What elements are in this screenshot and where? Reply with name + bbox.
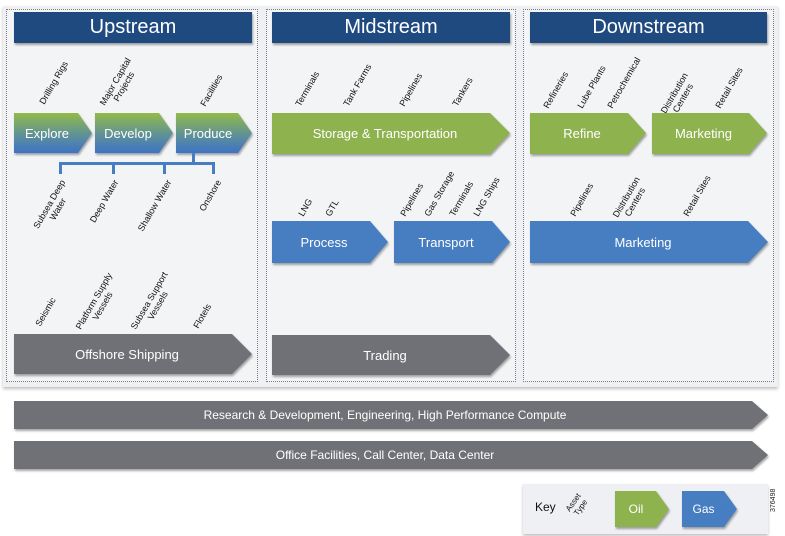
stage-label: Process bbox=[300, 234, 348, 250]
arrow-shape bbox=[14, 334, 252, 374]
connector-line bbox=[112, 162, 115, 174]
arrow-shape bbox=[14, 441, 768, 469]
stage-label: Marketing bbox=[674, 126, 733, 141]
refine-stage[interactable]: Refine bbox=[530, 113, 646, 154]
facilities-bar[interactable]: Office Facilities, Call Center, Data Cen… bbox=[14, 441, 768, 469]
legend-label: Oil bbox=[628, 502, 644, 516]
legend-gas: Gas bbox=[682, 491, 737, 527]
marketing-gas-stage[interactable]: Marketing bbox=[530, 221, 768, 263]
connector-line bbox=[59, 162, 215, 165]
arrow-shape bbox=[652, 113, 767, 154]
connector-line bbox=[59, 162, 62, 174]
arrow-shape bbox=[272, 221, 388, 263]
legend-label: Gas bbox=[692, 502, 715, 516]
legend-key: Key Asset Type Oil Gas bbox=[523, 484, 768, 534]
legend-oil: Oil bbox=[615, 491, 669, 527]
figure-id: 376498 bbox=[770, 488, 777, 512]
stage-develop[interactable]: Develop bbox=[95, 113, 173, 153]
midstream-header: Midstream bbox=[272, 12, 510, 43]
marketing-oil-stage[interactable]: Marketing bbox=[652, 113, 767, 154]
shared-services-bar[interactable]: Research & Development, Engineering, Hig… bbox=[14, 401, 768, 429]
arrow-shape bbox=[176, 113, 252, 153]
arrow-shape bbox=[394, 221, 510, 263]
arrow-shape bbox=[615, 491, 669, 527]
bar-label: Research & Development, Engineering, Hig… bbox=[203, 408, 567, 422]
offshore-shipping-bar[interactable]: Offshore Shipping bbox=[14, 334, 252, 374]
stage-label: Marketing bbox=[614, 234, 672, 250]
stage-explore[interactable]: Explore bbox=[14, 113, 92, 153]
arrow-shape bbox=[530, 113, 646, 154]
stage-label: Refine bbox=[563, 126, 601, 141]
connector-line bbox=[163, 162, 166, 174]
connector-line bbox=[192, 153, 195, 164]
arrow-shape bbox=[14, 113, 92, 153]
midstream-panel bbox=[266, 9, 516, 382]
stage-label: Transport bbox=[418, 234, 474, 250]
connector-line bbox=[212, 162, 215, 174]
stage-label: Develop bbox=[104, 125, 152, 141]
arrow-shape bbox=[272, 113, 510, 154]
arrow-shape bbox=[272, 335, 510, 375]
process-stage[interactable]: Process bbox=[272, 221, 388, 263]
upstream-header: Upstream bbox=[14, 12, 252, 43]
stage-label: Produce bbox=[183, 125, 233, 141]
bar-label: Offshore Shipping bbox=[75, 346, 179, 362]
key-subtitle: Asset Type bbox=[564, 492, 590, 519]
key-title: Key bbox=[535, 500, 556, 514]
downstream-header: Downstream bbox=[530, 12, 767, 43]
stage-produce[interactable]: Produce bbox=[176, 113, 252, 153]
arrow-shape bbox=[530, 221, 768, 263]
bar-label: Office Facilities, Call Center, Data Cen… bbox=[275, 448, 495, 462]
arrow-shape bbox=[14, 401, 768, 429]
downstream-panel bbox=[523, 9, 774, 382]
arrow-shape bbox=[682, 491, 737, 527]
trading-bar[interactable]: Trading bbox=[272, 335, 510, 375]
bar-label: Trading bbox=[363, 347, 407, 363]
upstream-panel bbox=[6, 9, 258, 382]
storage-transportation-stage[interactable]: Storage & Transportation bbox=[272, 113, 510, 154]
transport-stage[interactable]: Transport bbox=[394, 221, 510, 263]
stage-label: Storage & Transportation bbox=[312, 126, 458, 141]
arrow-shape bbox=[95, 113, 173, 153]
stage-label: Explore bbox=[24, 125, 70, 141]
